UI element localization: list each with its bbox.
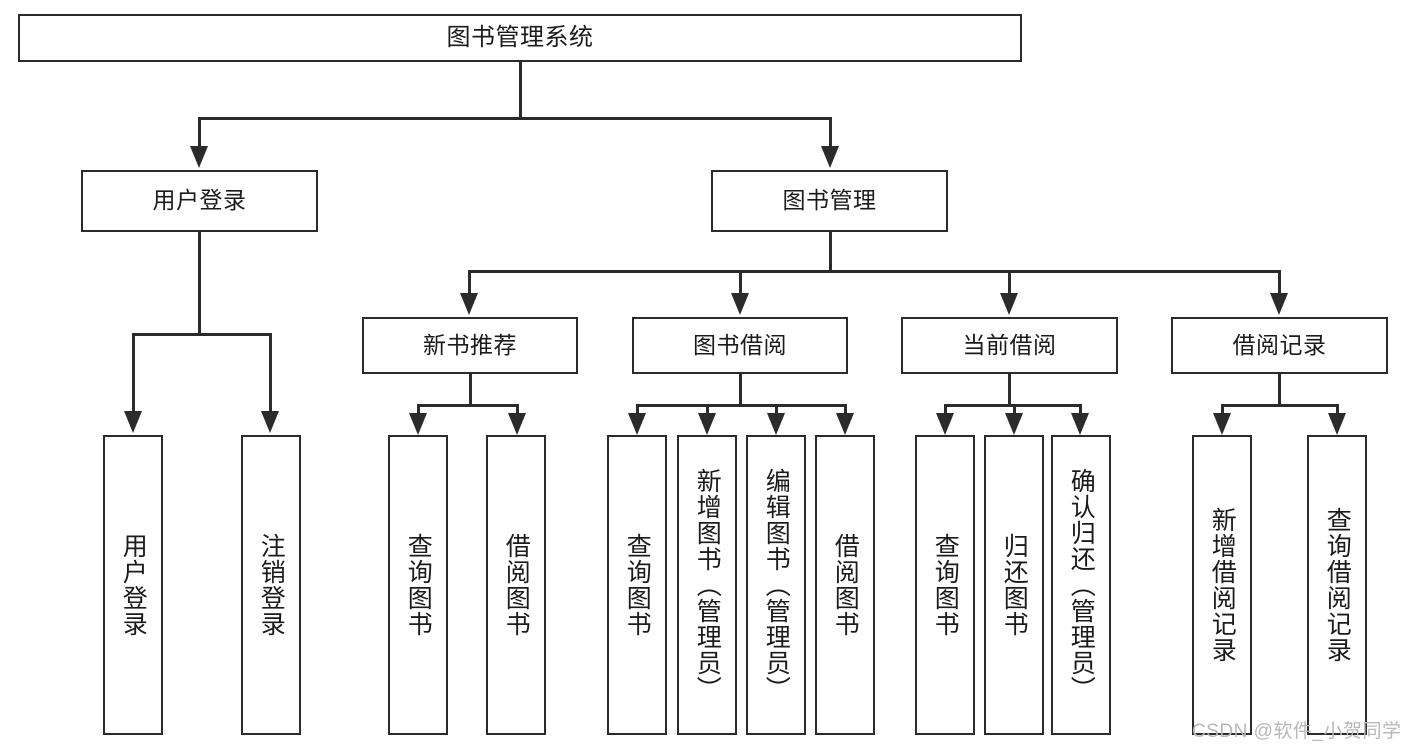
arrow-current-borrow-to-leaf-2 [1005, 413, 1023, 435]
connector-borrow-record-to-leaf-1 [1221, 404, 1224, 416]
node-leaf-query-book-2[interactable]: 查询图书 [607, 435, 667, 735]
node-leaf-add-book[interactable]: 新增图书（管理员） [677, 435, 737, 735]
node-leaf-return-book-label: 归还图书 [1000, 533, 1029, 637]
connector-borrow-record-to-leaf-2 [1336, 404, 1339, 416]
connector-current-borrow-to-leaf-2 [1013, 404, 1016, 416]
node-leaf-logout[interactable]: 注销登录 [241, 435, 301, 735]
node-leaf-borrow-book-1-label: 借阅图书 [502, 533, 531, 637]
node-leaf-confirm-return[interactable]: 确认归还（管理员） [1051, 435, 1111, 735]
arrow-current-borrow-to-leaf-1 [936, 413, 954, 435]
connector-book-borrow-to-leaf-1 [636, 404, 639, 416]
connector-new-book-rec-stem [469, 374, 472, 404]
node-leaf-query-book-3[interactable]: 查询图书 [915, 435, 975, 735]
connector-root-bar [198, 117, 831, 120]
node-leaf-edit-book[interactable]: 编辑图书（管理员） [746, 435, 806, 735]
arrow-book-manage-to-current-borrow [1000, 293, 1018, 315]
arrow-new-book-rec-to-leaf-1 [409, 413, 427, 435]
connector-book-borrow-to-leaf-2 [706, 404, 709, 416]
node-leaf-confirm-return-label: 确认归还（管理员） [1067, 468, 1096, 702]
node-leaf-user-login-label: 用户登录 [119, 533, 148, 637]
node-leaf-user-login[interactable]: 用户登录 [103, 435, 163, 735]
connector-root-to-user-login [198, 117, 201, 148]
connector-user-login-stem [198, 232, 201, 333]
connector-book-manage-to-new-book-rec [468, 270, 471, 295]
arrow-borrow-record-to-leaf-1 [1213, 413, 1231, 435]
connector-book-borrow-bar [636, 404, 846, 407]
connector-current-borrow-to-leaf-1 [944, 404, 947, 416]
node-book-borrow-label: 图书借阅 [693, 331, 787, 358]
arrow-book-borrow-to-leaf-3 [767, 413, 785, 435]
arrow-root-to-book-manage [821, 146, 839, 168]
connector-new-book-rec-to-leaf-1 [417, 404, 420, 416]
node-borrow-record[interactable]: 借阅记录 [1171, 317, 1388, 374]
node-new-book-rec-label: 新书推荐 [423, 331, 517, 358]
connector-new-book-rec-bar [417, 404, 519, 407]
connector-book-borrow-stem [739, 374, 742, 404]
connector-user-login-bar [132, 333, 271, 336]
node-book-manage[interactable]: 图书管理 [711, 170, 948, 232]
node-leaf-edit-book-label: 编辑图书（管理员） [762, 468, 791, 702]
connector-root-to-book-manage [829, 117, 832, 148]
connector-borrow-record-stem [1278, 374, 1281, 404]
connector-current-borrow-stem [1008, 374, 1011, 404]
node-user-login[interactable]: 用户登录 [81, 170, 318, 232]
connector-current-borrow-to-leaf-3 [1079, 404, 1082, 416]
connector-book-borrow-to-leaf-4 [844, 404, 847, 416]
connector-borrow-record-bar [1221, 404, 1338, 407]
connector-user-login-to-leaf-1 [132, 333, 135, 413]
node-leaf-query-record-label: 查询借阅记录 [1323, 507, 1352, 663]
node-leaf-add-record[interactable]: 新增借阅记录 [1192, 435, 1252, 735]
connector-book-manage-to-book-borrow [739, 270, 742, 295]
connector-user-login-to-leaf-2 [269, 333, 272, 413]
connector-book-manage-to-current-borrow [1008, 270, 1011, 295]
connector-book-manage-stem [829, 232, 832, 270]
node-leaf-borrow-book-1[interactable]: 借阅图书 [486, 435, 546, 735]
node-leaf-logout-label: 注销登录 [257, 533, 286, 637]
arrow-book-manage-to-new-book-rec [460, 293, 478, 315]
arrow-borrow-record-to-leaf-2 [1328, 413, 1346, 435]
arrow-user-login-to-leaf-1 [124, 411, 142, 433]
csdn-watermark: CSDN @软件_小贺同学 [1192, 721, 1402, 742]
node-root[interactable]: 图书管理系统 [18, 14, 1022, 62]
node-root-label: 图书管理系统 [446, 23, 594, 51]
node-leaf-query-book-3-label: 查询图书 [931, 533, 960, 637]
node-leaf-query-book-1[interactable]: 查询图书 [388, 435, 448, 735]
arrow-book-borrow-to-leaf-4 [836, 413, 854, 435]
node-new-book-rec[interactable]: 新书推荐 [362, 317, 578, 374]
node-leaf-query-book-1-label: 查询图书 [404, 533, 433, 637]
connector-book-manage-bar [468, 270, 1280, 273]
node-leaf-add-book-label: 新增图书（管理员） [693, 468, 722, 702]
node-leaf-return-book[interactable]: 归还图书 [984, 435, 1044, 735]
node-book-borrow[interactable]: 图书借阅 [632, 317, 848, 374]
node-leaf-query-record[interactable]: 查询借阅记录 [1307, 435, 1367, 735]
node-book-manage-label: 图书管理 [782, 187, 877, 214]
connector-new-book-rec-to-leaf-2 [516, 404, 519, 416]
connector-book-manage-to-borrow-record [1278, 270, 1281, 295]
arrow-book-manage-to-book-borrow [731, 293, 749, 315]
arrow-book-manage-to-borrow-record [1270, 293, 1288, 315]
node-leaf-borrow-book-2[interactable]: 借阅图书 [815, 435, 875, 735]
node-leaf-borrow-book-2-label: 借阅图书 [831, 533, 860, 637]
arrow-book-borrow-to-leaf-2 [698, 413, 716, 435]
connector-root-stem [519, 62, 522, 117]
arrow-new-book-rec-to-leaf-2 [508, 413, 526, 435]
connector-current-borrow-bar [944, 404, 1081, 407]
node-leaf-query-book-2-label: 查询图书 [623, 533, 652, 637]
arrow-book-borrow-to-leaf-1 [628, 413, 646, 435]
node-leaf-add-record-label: 新增借阅记录 [1208, 507, 1237, 663]
node-current-borrow[interactable]: 当前借阅 [901, 317, 1118, 374]
arrow-root-to-user-login [190, 146, 208, 168]
node-user-login-label: 用户登录 [152, 187, 247, 214]
connector-book-borrow-to-leaf-3 [775, 404, 778, 416]
arrow-current-borrow-to-leaf-3 [1071, 413, 1089, 435]
node-borrow-record-label: 借阅记录 [1232, 331, 1327, 358]
node-current-borrow-label: 当前借阅 [962, 331, 1057, 358]
arrow-user-login-to-leaf-2 [261, 411, 279, 433]
